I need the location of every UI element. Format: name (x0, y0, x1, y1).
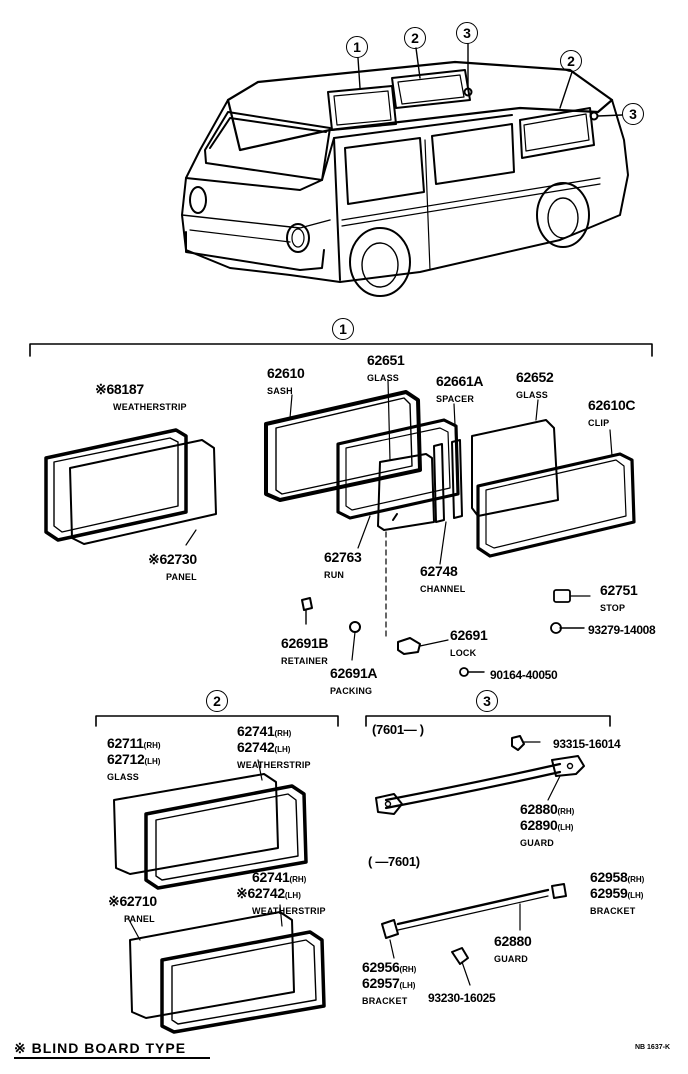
label-62956: 62956(RH) 62957(LH) BRACKET (362, 959, 417, 1006)
label-62958: 62958(RH) 62959(LH) BRACKET (590, 869, 645, 916)
section2-header: 2 (206, 690, 228, 712)
label-62741-lower: 62741(RH) ※62742(LH) WEATHERSTRIP (236, 869, 326, 916)
label-93315: 93315-16014 (553, 737, 621, 751)
glass-62651-shape (377, 453, 435, 531)
guard-62880-lower-shape (381, 883, 567, 939)
label-90164: 90164-40050 (490, 668, 558, 682)
glass-62652-shape (471, 419, 559, 517)
callout-2-rear: 2 (560, 50, 582, 72)
guard-62880-upper-shape (375, 755, 585, 815)
weatherstrip-68187-shape (44, 428, 188, 542)
label-93279: 93279-14008 (588, 623, 656, 637)
panel-62730-shape (69, 439, 217, 545)
section3-header: 3 (476, 690, 498, 712)
screw-93315-shape (511, 735, 541, 751)
label-62652: 62652 GLASS (516, 369, 554, 400)
retainer-62691B-shape (301, 597, 313, 625)
callout-1: 1 (346, 36, 368, 58)
packing-62691A-shape (349, 621, 361, 661)
run-62763-shape (336, 418, 460, 520)
screw-93279-shape (550, 622, 585, 634)
range-before-7601: ( —7601) (368, 854, 420, 869)
glass-62711-shape (113, 773, 279, 875)
section3-bracket (365, 715, 611, 727)
section2-bracket (95, 715, 339, 727)
callout-3: 3 (456, 22, 478, 44)
callout-3-rear: 3 (622, 103, 644, 125)
label-62711: 62711(RH) 62712(LH) GLASS (107, 735, 161, 782)
range-after-7601: (7601— ) (372, 722, 424, 737)
label-93230: 93230-16025 (428, 991, 496, 1005)
label-62880-upper: 62880(RH) 62890(LH) GUARD (520, 801, 575, 848)
label-62710: ※62710 PANEL (108, 893, 157, 924)
label-62691B: 62691B RETAINER (281, 635, 329, 666)
panel-62710-shape (129, 911, 295, 1019)
clip-62610C-shape (476, 452, 636, 558)
label-68187: ※68187 WEATHERSTRIP (95, 381, 187, 412)
label-62691: 62691 LOCK (450, 627, 488, 658)
label-62661A: 62661A SPACER (436, 373, 484, 404)
sash-62610-shape (264, 390, 422, 502)
label-62730: ※62730 PANEL (148, 551, 197, 582)
section1-bracket (29, 343, 653, 357)
screw-93230-shape (451, 947, 471, 986)
channel-62748-shape (433, 443, 445, 523)
section1-header: 1 (332, 318, 354, 340)
legend-underline (14, 1057, 210, 1059)
van-illustration (181, 43, 629, 297)
lock-62691-shape (397, 637, 449, 655)
weatherstrip-62741-lower-shape (160, 930, 326, 1034)
label-62763: 62763 RUN (324, 549, 362, 580)
stop-62751-shape (553, 589, 591, 603)
label-62880-lower: 62880 GUARD (494, 933, 532, 964)
label-62691A: 62691A PACKING (330, 665, 378, 696)
weatherstrip-62741-upper-shape (144, 784, 308, 890)
screw-90164-shape (459, 667, 485, 677)
label-62751: 62751 STOP (600, 582, 638, 613)
diagram-code: NB 1637-K (634, 1044, 670, 1051)
blind-board-legend: ※ BLIND BOARD TYPE (14, 1040, 187, 1056)
label-62610C: 62610C CLIP (588, 397, 636, 428)
callout-2: 2 (404, 27, 426, 49)
label-62610: 62610 SASH (267, 365, 305, 396)
label-62651: 62651 GLASS (367, 352, 405, 383)
label-62748: 62748 CHANNEL (420, 563, 466, 594)
label-62741-upper: 62741(RH) 62742(LH) WEATHERSTRIP (237, 723, 311, 770)
